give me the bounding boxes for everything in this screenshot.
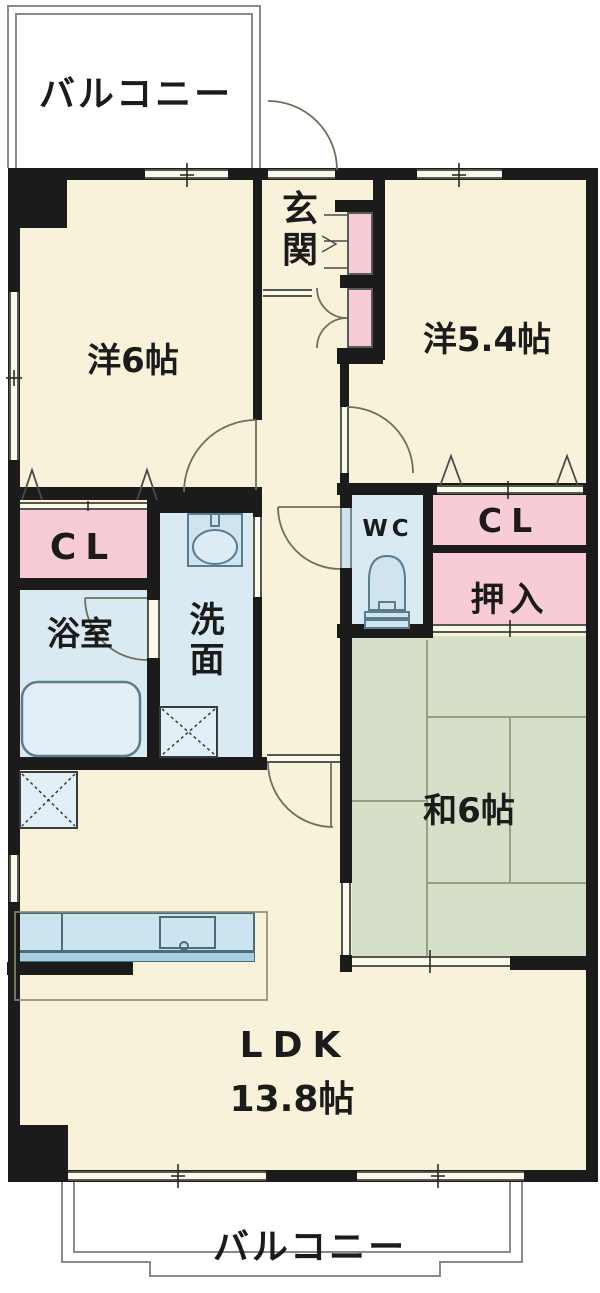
label-japanese-room: 和6帖 xyxy=(423,791,515,831)
entrance-step-line xyxy=(263,289,312,297)
label-washroom: 洗面 xyxy=(189,601,225,681)
shoe-cabinet-lower xyxy=(347,288,373,348)
ldk-door-opening xyxy=(267,754,340,763)
wall-bath-wash-b xyxy=(147,658,160,757)
wall-kitchen-half xyxy=(7,962,133,975)
bathroom-door-opening xyxy=(147,600,160,658)
label-ldk-size: 13.8帖 xyxy=(229,1079,355,1120)
kitchen-counter xyxy=(15,912,255,952)
label-ldk-name: LDK xyxy=(239,1025,351,1066)
label-western-room-6: 洋6帖 xyxy=(87,341,179,381)
wall-washitsu-south xyxy=(510,956,586,970)
wall-corridor-west xyxy=(253,180,262,420)
wall-washroom-north xyxy=(147,500,262,513)
label-balcony-top: バルコニー xyxy=(38,74,234,115)
wc-door-leaf xyxy=(340,508,352,568)
pillar-top-left xyxy=(20,180,67,228)
room54-door-opening xyxy=(340,407,349,473)
closet-left-doors xyxy=(20,502,147,510)
label-oshiire: 押入 xyxy=(470,580,549,620)
wall-corridor-west-b xyxy=(253,487,262,517)
entrance-door-opening xyxy=(268,169,335,179)
window-ldk-west xyxy=(9,855,19,902)
closet-left-area xyxy=(20,510,147,578)
wall-closet-left-south xyxy=(8,578,147,590)
wall-room54-west-b xyxy=(340,473,349,487)
oshiire-doors xyxy=(433,624,586,633)
label-wc: WC xyxy=(362,516,413,542)
closet-right-area xyxy=(433,492,586,545)
wall-wet-south xyxy=(8,757,267,770)
window-ldk-south-2 xyxy=(357,1171,524,1181)
wall-entrance-east xyxy=(373,180,385,360)
wall-room54-west-a xyxy=(340,360,349,407)
label-balcony-bottom: バルコニー xyxy=(212,1227,408,1268)
wall-wc-west-b xyxy=(340,568,352,628)
label-closet-right: CL xyxy=(477,501,542,540)
wall-shoe-separator xyxy=(340,275,373,288)
kitchen-counter-front xyxy=(15,952,255,962)
label-closet-left: CL xyxy=(49,527,118,568)
window-room6-north xyxy=(145,169,228,179)
wall-washitsu-post xyxy=(340,955,352,972)
wall-shoe-top xyxy=(335,200,373,212)
window-ldk-south-1 xyxy=(68,1171,266,1181)
wall-washitsu-west xyxy=(340,628,352,883)
window-room54-north xyxy=(417,169,502,179)
oshiire-area xyxy=(433,553,586,624)
wc-room-floor xyxy=(352,495,423,628)
closet-right-doors xyxy=(437,485,583,494)
wall-closet-separator xyxy=(433,545,586,553)
wall-room6-south xyxy=(8,487,262,500)
wall-wc-east xyxy=(423,483,433,628)
shoe-cabinet-upper xyxy=(347,212,373,275)
wall-corridor-west-c xyxy=(253,597,262,757)
washroom-door-opening xyxy=(253,517,262,597)
japanese-room-floor xyxy=(352,636,586,956)
wall-bath-wash-a xyxy=(147,513,160,600)
washitsu-slide-south xyxy=(352,956,510,967)
wall-corner-block-bl xyxy=(8,1125,68,1182)
washitsu-slide-west xyxy=(341,883,351,955)
wall-wc-west-a xyxy=(340,495,352,508)
wall-right xyxy=(586,168,598,1182)
label-entrance: 玄関 xyxy=(281,189,318,271)
label-bathroom: 浴室 xyxy=(47,614,113,653)
label-western-room-54: 洋5.4帖 xyxy=(422,320,552,360)
